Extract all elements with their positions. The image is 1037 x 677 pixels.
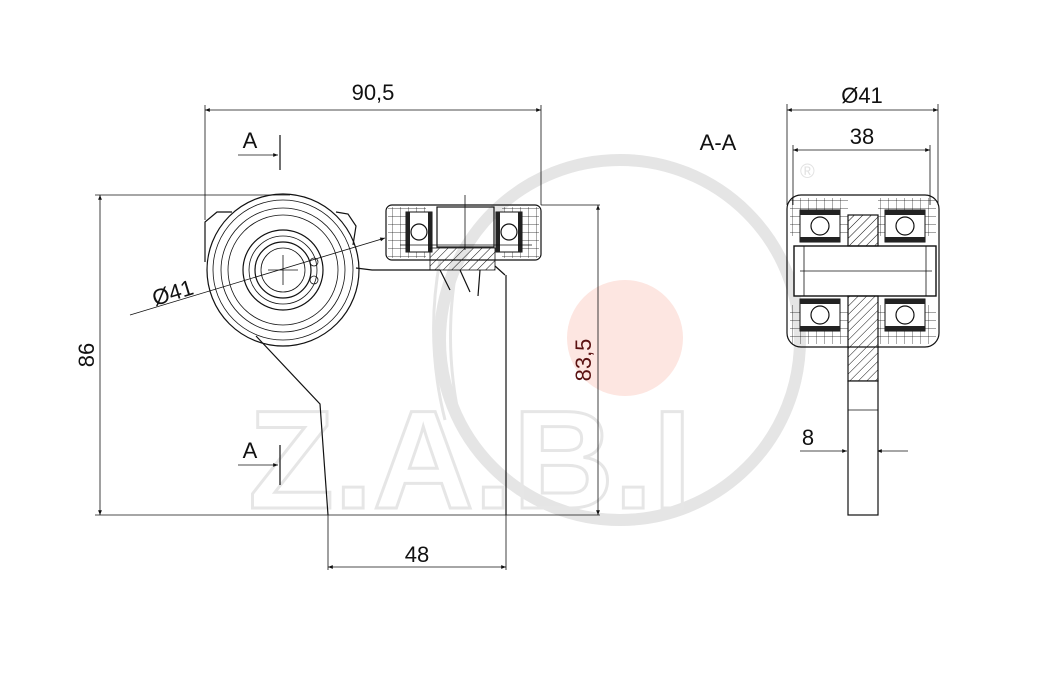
bearing-bottom-right [884,298,926,332]
dim-width-label: 90,5 [352,80,395,105]
mounting-plate-lower [847,380,879,516]
section-view: A-A Ø41 38 8 [700,83,940,516]
watermark-text: Z.A.B.I [248,381,691,538]
mounting-plate-outline [204,211,507,516]
section-marker-bottom: A [238,438,281,485]
section-marker-bottom-label: A [243,438,258,463]
section-view-title: A-A [700,130,737,155]
dim-line-diameter [129,237,386,316]
dim-plate-label: 8 [802,425,814,450]
dim-outer-diameter-label: Ø41 [841,83,883,108]
front-view: 90,5 86 83,5 48 Ø41 A A [74,80,600,570]
section-marker-top-label: A [243,128,258,153]
watermark-logo: Z.A.B.I ® [247,154,815,540]
wheel-top-section [385,195,542,297]
dim-section-width-label: 38 [850,124,874,149]
bearing-top-right [884,209,926,243]
wheel-front [206,193,360,347]
dim-height-right-label: 83,5 [571,339,596,382]
section-marker-top: A [238,128,281,170]
dim-height-label: 86 [74,343,99,367]
dim-bottom-label: 48 [405,542,429,567]
bearing-bottom-left [799,298,841,332]
watermark-registered-mark: ® [800,161,815,183]
bearing-top-left [799,209,841,243]
watermark-dot [567,280,683,396]
mounting-plate-section [847,214,879,247]
dim-diameter-label: Ø41 [149,275,196,311]
